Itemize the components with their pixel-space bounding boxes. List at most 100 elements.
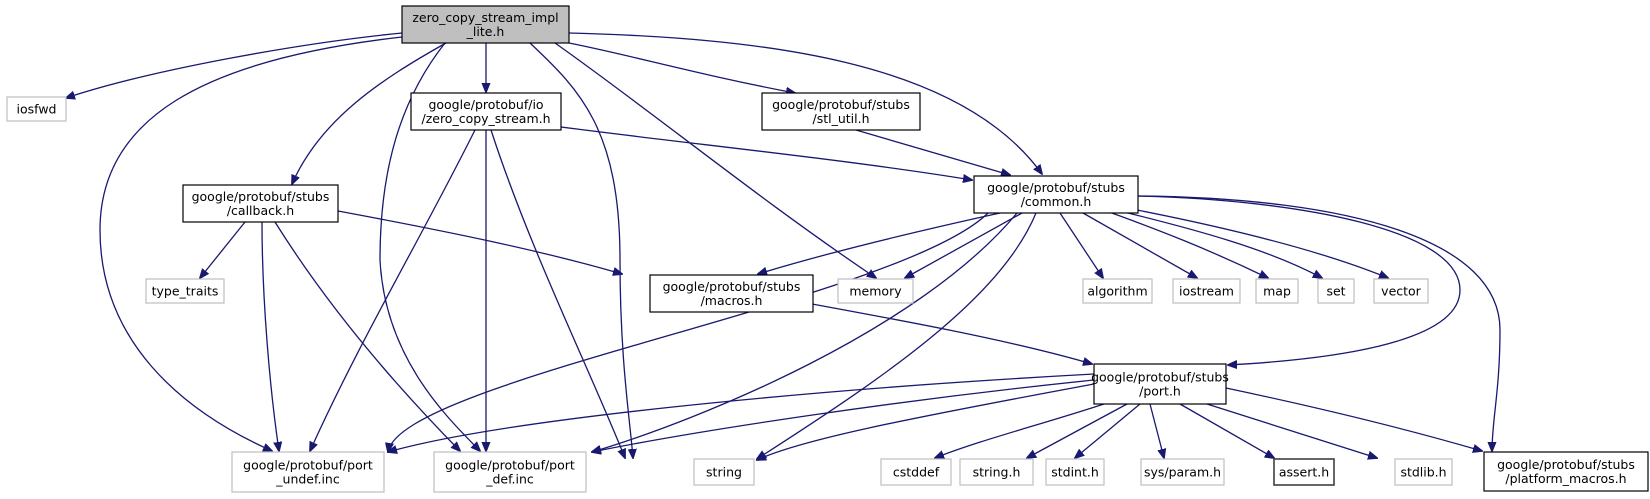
node-label: /zero_copy_stream.h	[421, 111, 550, 126]
node-label: string.h	[973, 465, 1021, 480]
edge-root-to-port_def	[379, 42, 480, 451]
node-label: type_traits	[152, 284, 219, 299]
node-iostream: iostream	[1172, 278, 1241, 304]
node-stdint-h: stdint.h	[1045, 458, 1105, 486]
node-box	[410, 92, 562, 131]
node-string-h: string.h	[959, 458, 1034, 486]
node-set: set	[1317, 278, 1355, 304]
edge-zcs-to-port_undef	[310, 129, 476, 451]
node-label: assert.h	[1279, 465, 1329, 480]
node-label: set	[1326, 284, 1345, 299]
node-box	[1483, 451, 1649, 492]
node-label: google/protobuf/stubs	[663, 279, 801, 294]
edge-common-to-port_def	[592, 212, 1018, 452]
node-label: sys/param.h	[1144, 465, 1221, 480]
node-box	[1045, 458, 1105, 486]
edge-callback-to-port_undef	[261, 221, 279, 451]
node-label: vector	[1381, 284, 1422, 299]
node-zcs[interactable]: google/protobuf/io/zero_copy_stream.h	[410, 92, 562, 131]
node-box	[1317, 278, 1355, 304]
node-label: google/protobuf/stubs	[772, 97, 910, 112]
node-type-traits: type_traits	[145, 278, 225, 304]
node-label: /platform_macros.h	[1505, 471, 1626, 486]
node-label: zero_copy_stream_impl	[412, 10, 558, 25]
node-label: google/protobuf/port	[445, 458, 575, 473]
node-stl-util[interactable]: google/protobuf/stubs/stl_util.h	[761, 92, 921, 131]
edge-root-to-callback	[292, 42, 447, 184]
node-label: string	[706, 465, 742, 480]
node-common[interactable]: google/protobuf/stubs/common.h	[973, 175, 1139, 214]
node-label: google/protobuf/stubs	[1497, 457, 1635, 472]
edge-port-to-string	[757, 383, 1095, 460]
node-box	[880, 458, 952, 486]
node-label: google/protobuf/port	[243, 458, 373, 473]
node-label: stdint.h	[1051, 465, 1099, 480]
node-platform-macros[interactable]: google/protobuf/stubs/platform_macros.h	[1483, 451, 1649, 492]
node-box	[1255, 278, 1299, 304]
node-label: /port.h	[1139, 384, 1181, 399]
node-box	[145, 278, 225, 304]
node-label: google/protobuf/stubs	[987, 180, 1125, 195]
node-cstddef: cstddef	[880, 458, 952, 486]
edge-port-to-string_h	[1027, 403, 1128, 458]
node-box	[959, 458, 1034, 486]
node-sys-param-h: sys/param.h	[1140, 458, 1225, 486]
node-root[interactable]: zero_copy_stream_impl_lite.h	[401, 5, 570, 44]
node-label: google/protobuf/io	[428, 97, 543, 112]
node-label: stdlib.h	[1400, 465, 1446, 480]
node-label: _undef.inc	[275, 472, 340, 487]
node-label: _def.inc	[485, 472, 534, 487]
edge-common-to-string	[757, 212, 1037, 459]
node-label: google/protobuf/stubs	[1091, 370, 1229, 385]
node-assert-h[interactable]: assert.h	[1273, 458, 1335, 486]
node-box	[6, 96, 67, 122]
node-stdlib-h: stdlib.h	[1394, 458, 1453, 486]
edge-common-to-platform_macros	[1137, 195, 1501, 451]
edge-root-to-port_undef	[99, 36, 403, 451]
node-string: string	[693, 458, 755, 486]
node-box	[231, 451, 385, 493]
node-map: map	[1255, 278, 1299, 304]
node-box	[1273, 458, 1335, 486]
node-label: iostream	[1179, 284, 1234, 299]
node-port[interactable]: google/protobuf/stubs/port.h	[1091, 363, 1229, 405]
edge-root-to-memory	[554, 42, 876, 278]
node-vector: vector	[1373, 278, 1429, 304]
node-box	[1093, 363, 1227, 405]
node-box	[837, 278, 914, 304]
node-label: map	[1263, 284, 1291, 299]
node-callback[interactable]: google/protobuf/stubs/callback.h	[182, 184, 339, 223]
node-label: google/protobuf/stubs	[192, 189, 330, 204]
edge-common-to-set	[1094, 204, 1322, 278]
edge-macros-to-port	[773, 296, 1092, 364]
edge-port-to-port_undef	[388, 373, 1095, 452]
edge-port-to-port_def	[592, 379, 1095, 452]
node-box	[1394, 458, 1453, 486]
node-label: /macros.h	[701, 293, 763, 308]
node-port-undef: google/protobuf/port_undef.inc	[231, 451, 385, 493]
node-box	[761, 92, 921, 131]
node-port-def: google/protobuf/port_def.inc	[433, 451, 587, 493]
node-box	[973, 175, 1139, 214]
edge-root-to-stl_util	[568, 42, 795, 93]
node-macros[interactable]: google/protobuf/stubs/macros.h	[649, 274, 814, 313]
edge-port-to-assert_h	[1179, 403, 1274, 458]
node-box	[693, 458, 755, 486]
edge-root-to-iosfwd	[66, 32, 403, 98]
edge-port-to-stdint_h	[1075, 403, 1141, 458]
edge-port-to-cstddef	[935, 403, 1105, 458]
edge-zcs-to-common	[560, 126, 972, 180]
edge-common-to-vector	[1094, 201, 1388, 278]
edge-common-to-memory	[905, 212, 1023, 278]
node-iosfwd: iosfwd	[6, 96, 67, 122]
edge-stl_util-to-common	[855, 129, 1010, 175]
edge-root-to-common	[568, 32, 1042, 174]
node-box	[401, 5, 570, 44]
edge-callback-to-port_def	[274, 221, 460, 451]
node-label: _lite.h	[466, 24, 505, 39]
edge-common-to-port	[1137, 195, 1461, 365]
node-label: /callback.h	[227, 203, 294, 218]
node-label: memory	[849, 284, 902, 299]
node-label: cstddef	[893, 465, 940, 480]
